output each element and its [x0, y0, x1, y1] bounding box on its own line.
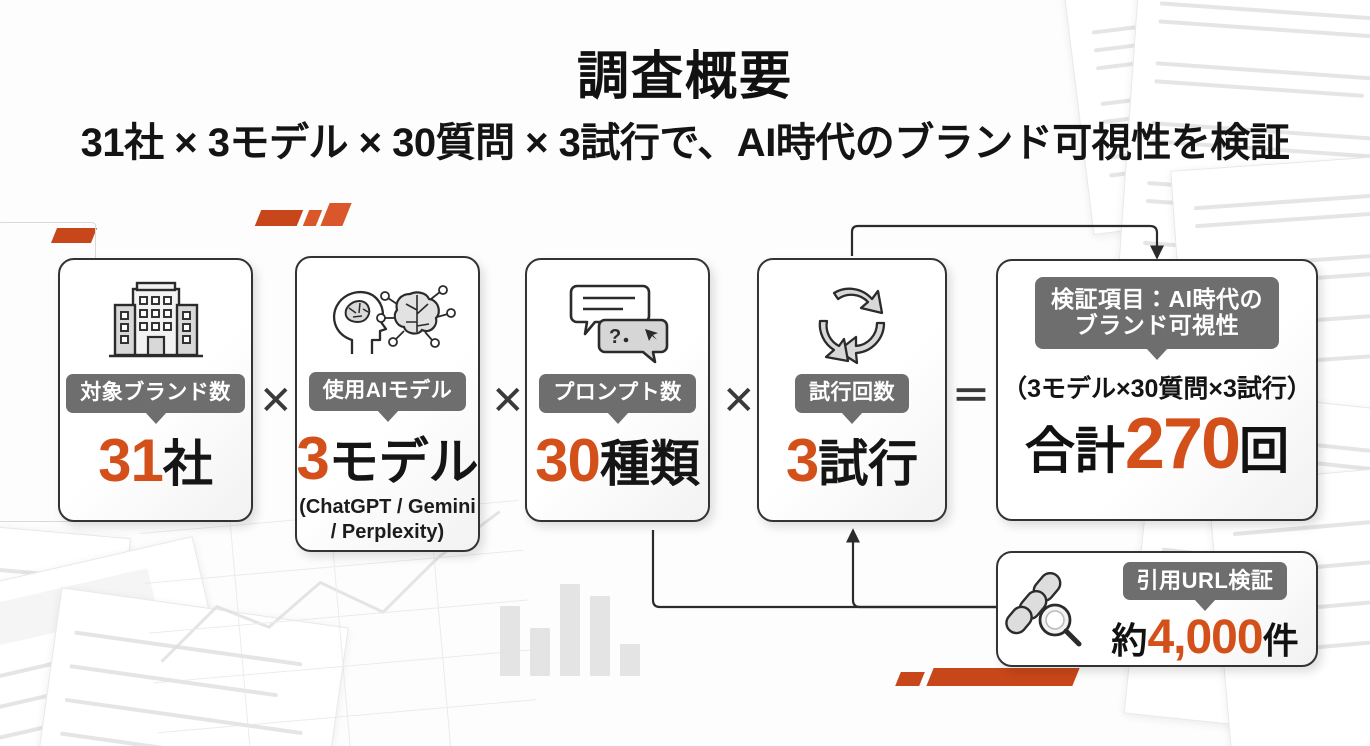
card-badge-wrap: 対象ブランド数	[66, 374, 245, 414]
card-badge-wrap: 試行回数	[795, 374, 909, 414]
card-badge-label: 対象ブランド数	[66, 374, 245, 414]
page-title: 調査概要	[576, 48, 793, 106]
url-badge-label: 引用URL検証	[1122, 561, 1288, 601]
card-metric: 30種類	[535, 431, 700, 491]
result-total: 合計270回	[1024, 403, 1290, 484]
multiply-operator-icon: ✕	[491, 379, 525, 423]
background-document	[0, 536, 260, 746]
orange-accent-shape	[895, 672, 925, 686]
card-badge-label: 使用AIモデル	[308, 372, 467, 412]
result-badge-line1: 検証項目：AI時代の	[1051, 286, 1263, 312]
result-badge: 検証項目：AI時代の ブランド可視性	[1035, 277, 1279, 349]
chain-link-magnifier-icon	[998, 570, 1094, 648]
orange-accent-shape	[254, 210, 304, 226]
background-document	[0, 514, 131, 746]
card-badge-label: 試行回数	[795, 374, 909, 414]
url-badge-wrap: 引用URL検証	[1122, 561, 1288, 601]
card-metric-number: 3	[785, 427, 819, 495]
url-count-unit: 件	[1262, 620, 1299, 662]
equals-operator-icon: ＝	[952, 376, 991, 418]
page-subtitle: 31社 × 3モデル × 30質問 × 3試行で、AI時代のブランド可視性を検証	[80, 121, 1290, 165]
card-badge-label: プロンプト数	[539, 374, 696, 414]
result-total-unit: 回	[1239, 422, 1290, 479]
background-bar-chart	[500, 576, 650, 676]
svg-text:?: ?	[609, 326, 621, 348]
chat-bubbles-icon: ?	[563, 276, 673, 368]
card-metric-number: 31	[98, 427, 164, 495]
url-count-prefix: 約	[1111, 620, 1148, 662]
card-metric-number: 3	[296, 425, 329, 493]
card-metric: 31社	[98, 431, 213, 491]
ai-brain-icon	[318, 274, 458, 366]
orange-accent-shape	[320, 203, 352, 226]
metric-card-prompts[interactable]: ? プロンプト数 30種類	[525, 258, 710, 522]
card-badge-wrap: プロンプト数	[539, 374, 696, 414]
result-card-url-citations[interactable]: 引用URL検証 約4,000件	[996, 551, 1318, 667]
background-document	[21, 587, 349, 746]
url-card-content: 引用URL検証 約4,000件	[1094, 556, 1316, 662]
cycle-arrows-icon	[804, 276, 900, 368]
metric-card-trials[interactable]: 試行回数 3試行	[757, 258, 947, 522]
card-note: (ChatGPT / Gemini / Perplexity)	[299, 496, 476, 543]
metric-card-models[interactable]: 使用AIモデル 3モデル (ChatGPT / Gemini / Perplex…	[295, 256, 480, 552]
card-metric-number: 30	[535, 427, 601, 495]
orange-accent-shape	[50, 228, 98, 243]
result-badge-line2: ブランド可視性	[1074, 312, 1240, 339]
url-count: 約4,000件	[1111, 614, 1298, 662]
card-badge-wrap: 使用AIモデル	[308, 372, 467, 412]
result-badge-wrap: 検証項目：AI時代の ブランド可視性	[1035, 277, 1279, 349]
card-metric-unit: モデル	[328, 434, 479, 491]
result-total-prefix: 合計	[1024, 422, 1125, 479]
card-metric-unit: 試行	[818, 436, 919, 493]
url-count-number: 4,000	[1147, 611, 1263, 665]
result-formula: （3モデル×30質問×3試行）	[1002, 374, 1312, 403]
multiply-operator-icon: ✕	[722, 379, 756, 423]
office-building-icon	[107, 276, 205, 368]
card-metric: 3モデル	[296, 429, 478, 489]
card-metric-unit: 種類	[599, 436, 700, 493]
card-metric-unit: 社	[162, 436, 213, 493]
orange-accent-shape	[302, 210, 323, 226]
metric-card-brands[interactable]: 対象ブランド数 31社	[58, 258, 253, 522]
orange-accent-shape	[926, 668, 1080, 686]
card-metric: 3試行	[786, 431, 918, 491]
result-card-total[interactable]: 検証項目：AI時代の ブランド可視性 （3モデル×30質問×3試行） 合計270…	[996, 259, 1318, 521]
multiply-operator-icon: ✕	[259, 379, 293, 423]
result-total-number: 270	[1124, 403, 1241, 484]
